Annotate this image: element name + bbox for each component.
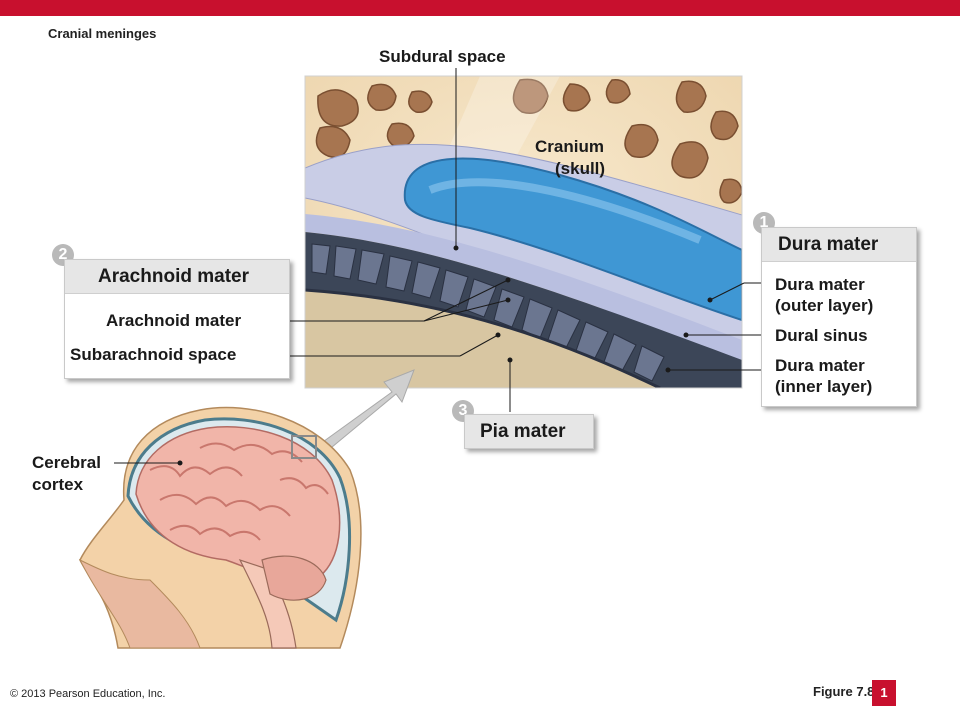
page-number: 1 (872, 680, 896, 706)
label-skull: (skull) (555, 159, 606, 178)
section-title: Cranial meninges (48, 26, 157, 41)
cranium-bone (315, 78, 742, 220)
leader-lines (114, 68, 768, 464)
magnified-region-marker (291, 435, 317, 459)
dura-inner-label-2: (inner layer) (775, 377, 873, 396)
dura-outer-label-2: (outer layer) (775, 296, 874, 315)
head-sagittal-illustration (78, 406, 362, 649)
top-accent-bar (0, 0, 960, 16)
dural-sinus-label: Dural sinus (775, 326, 868, 345)
arachnoid-mater-card-title: Arachnoid mater (65, 260, 289, 294)
arachnoid-mater-label: Arachnoid mater (106, 311, 242, 330)
pia-mater-card: Pia mater (464, 414, 594, 449)
dura-outer-label-1: Dura mater (775, 275, 865, 294)
label-subdural-space: Subdural space (379, 47, 506, 66)
subarachnoid-space-label: Subarachnoid space (70, 345, 237, 364)
leader-dots (177, 245, 713, 466)
label-cortex: cortex (32, 475, 84, 494)
dura-mater-card-title: Dura mater (762, 228, 916, 262)
copyright-notice: © 2013 Pearson Education, Inc. (10, 688, 166, 700)
magnified-meninges-panel (305, 76, 742, 388)
figure-label: Figure 7.8 (813, 684, 875, 699)
dura-inner-label-1: Dura mater (775, 356, 865, 375)
label-cerebral: Cerebral (32, 453, 101, 472)
arachnoid-trabeculae (311, 243, 665, 382)
dura-mater-card: Dura mater Dura mater (outer layer) Dura… (761, 227, 917, 407)
arachnoid-mater-card: Arachnoid mater Arachnoid mater Subarach… (64, 259, 290, 379)
magnify-arrow (319, 369, 415, 453)
label-cranium: Cranium (535, 137, 604, 156)
pia-mater-card-title: Pia mater (465, 415, 593, 448)
